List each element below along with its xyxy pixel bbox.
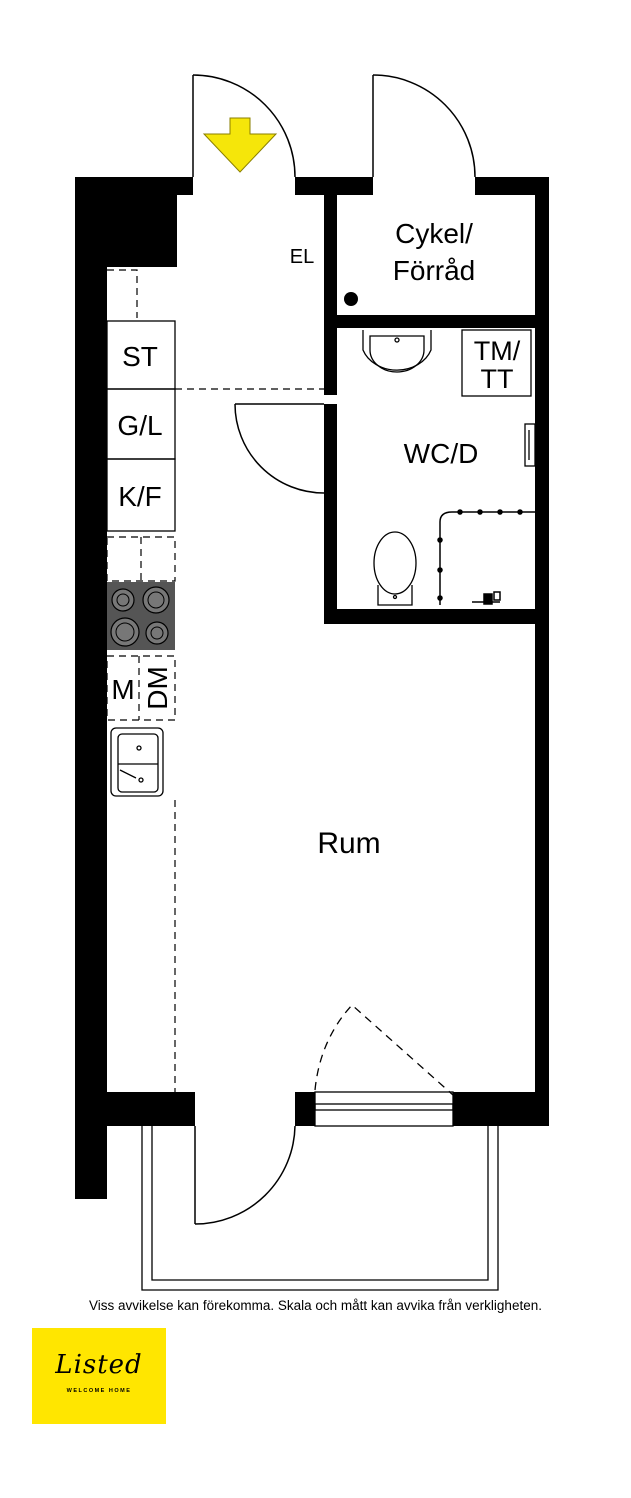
dashed-guides [106,269,324,1092]
st-label: ST [122,341,158,372]
gl-label: G/L [117,410,162,441]
kitchen-sink-icon [110,727,164,797]
shower-mixer-icon [472,591,501,605]
balcony-outline [141,1126,499,1291]
walls [75,177,549,1199]
bathroom-door [234,403,325,494]
tm-label: TM/ [474,336,521,366]
entrance-door [192,74,296,178]
washer-box [461,329,532,397]
shower-curtain-icon [437,509,535,605]
window-icon [314,1091,454,1127]
logo-wordmark: Listed [55,1350,143,1380]
listed-logo: Listed WELCOME HOME [32,1328,166,1424]
entrance-arrow-icon [202,117,278,173]
disclaimer-text: Viss avvikelse kan förekomma. Skala och … [89,1298,542,1313]
storage-door [372,74,476,178]
tt-label: TT [481,364,514,394]
logo-tagline: WELCOME HOME [66,1388,132,1394]
toilet-icon [373,531,417,606]
balcony-door [194,1125,296,1225]
window-swing [314,1004,454,1096]
floor-plan: EL Cykel/ Förråd TM/ TT WC/D Rum ST G/L … [75,74,549,1291]
kf-label: K/F [118,481,162,512]
dm-label: DM [142,666,173,710]
forrad-label: Förråd [393,255,475,286]
rum-label: Rum [317,827,380,860]
m-label: M [111,674,134,705]
radiator-icon [524,423,536,467]
kitchen-cabinets [106,320,176,532]
drain-icon [344,292,358,306]
stove-icon [107,582,175,650]
wc-label: WC/D [404,438,479,469]
sink-icon [362,330,432,373]
cykel-label: Cykel/ [395,218,473,249]
el-label: EL [290,246,314,268]
